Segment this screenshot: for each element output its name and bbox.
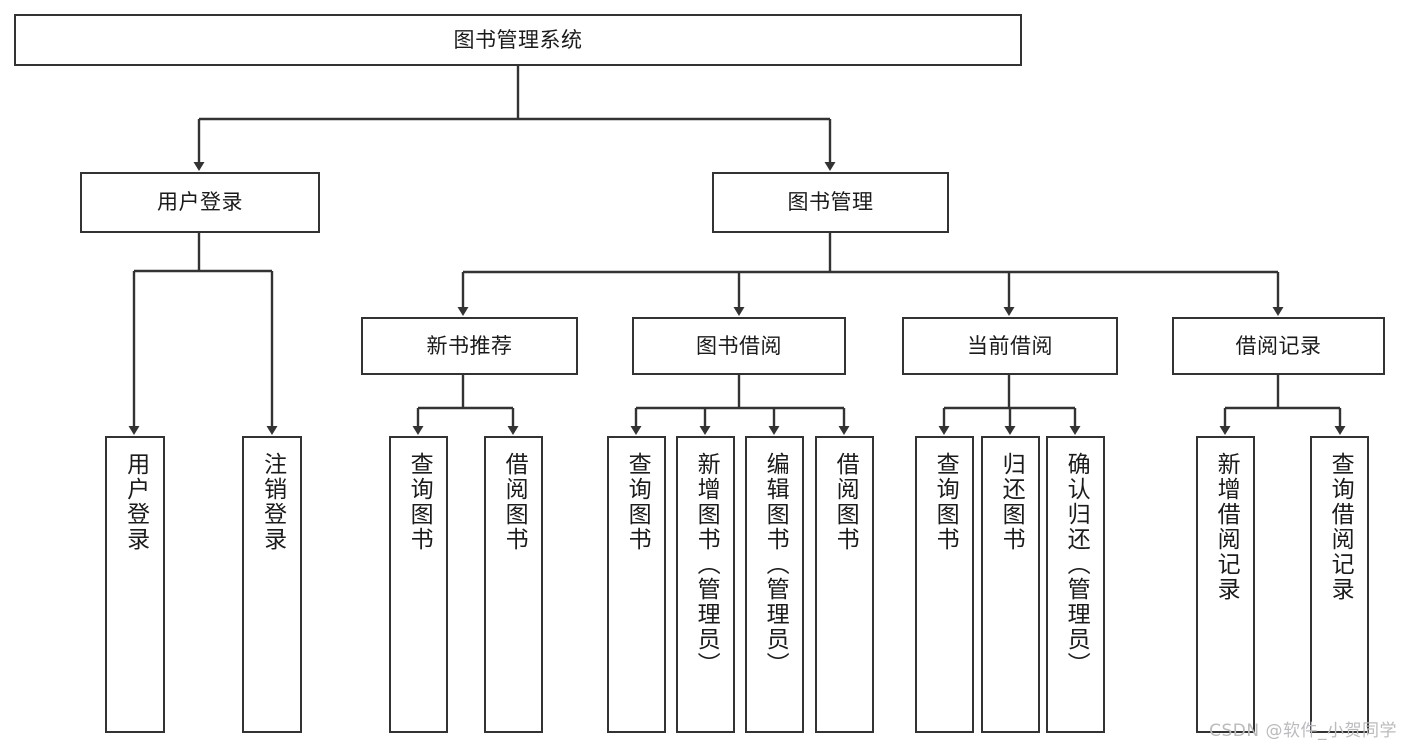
node-new-book-recommend[interactable]: 新书推荐 <box>361 317 578 375</box>
node-root[interactable]: 图书管理系统 <box>14 14 1022 66</box>
node-leaf-confirm-return-label: 确认归还（管理员） <box>1063 452 1090 677</box>
node-book-manage-label: 图书管理 <box>787 190 874 215</box>
node-leaf-add-record-label: 新增借阅记录 <box>1213 452 1240 602</box>
node-leaf-query-record[interactable]: 查询借阅记录 <box>1310 436 1369 733</box>
node-leaf-query-book-1[interactable]: 查询图书 <box>389 436 448 733</box>
node-leaf-add-book[interactable]: 新增图书（管理员） <box>676 436 735 733</box>
node-leaf-query-book-2[interactable]: 查询图书 <box>607 436 666 733</box>
node-borrow-record-label: 借阅记录 <box>1235 333 1322 358</box>
node-leaf-return-book-label: 归还图书 <box>998 452 1025 552</box>
node-book-manage[interactable]: 图书管理 <box>712 172 949 233</box>
node-leaf-borrow-book-2-label: 借阅图书 <box>832 452 859 552</box>
node-leaf-query-book-2-label: 查询图书 <box>624 452 651 552</box>
node-new-book-recommend-label: 新书推荐 <box>426 333 513 358</box>
node-book-borrow[interactable]: 图书借阅 <box>632 317 846 375</box>
node-leaf-borrow-book-1-label: 借阅图书 <box>501 452 528 552</box>
node-leaf-add-record[interactable]: 新增借阅记录 <box>1196 436 1255 733</box>
node-leaf-query-book-3-label: 查询图书 <box>932 452 959 552</box>
node-leaf-borrow-book-2[interactable]: 借阅图书 <box>815 436 874 733</box>
csdn-watermark: CSDN @软件_小贺同学 <box>1209 721 1397 741</box>
node-root-label: 图书管理系统 <box>453 27 583 52</box>
node-leaf-borrow-book-1[interactable]: 借阅图书 <box>484 436 543 733</box>
node-current-borrow[interactable]: 当前借阅 <box>902 317 1118 375</box>
node-book-borrow-label: 图书借阅 <box>696 333 782 358</box>
node-leaf-query-book-1-label: 查询图书 <box>406 452 433 552</box>
node-leaf-query-record-label: 查询借阅记录 <box>1327 452 1354 602</box>
node-leaf-return-book[interactable]: 归还图书 <box>981 436 1040 733</box>
node-borrow-record[interactable]: 借阅记录 <box>1172 317 1385 375</box>
node-leaf-edit-book[interactable]: 编辑图书（管理员） <box>745 436 804 733</box>
node-leaf-logout-label: 注销登录 <box>259 452 286 552</box>
node-leaf-query-book-3[interactable]: 查询图书 <box>915 436 974 733</box>
node-user-login-label: 用户登录 <box>157 190 243 215</box>
node-leaf-edit-book-label: 编辑图书（管理员） <box>762 452 789 677</box>
node-leaf-logout[interactable]: 注销登录 <box>242 436 302 733</box>
node-user-login[interactable]: 用户登录 <box>80 172 320 233</box>
node-leaf-add-book-label: 新增图书（管理员） <box>693 452 720 677</box>
node-leaf-user-login-label: 用户登录 <box>122 452 149 552</box>
node-current-borrow-label: 当前借阅 <box>967 333 1053 358</box>
node-leaf-user-login[interactable]: 用户登录 <box>105 436 165 733</box>
node-leaf-confirm-return[interactable]: 确认归还（管理员） <box>1046 436 1105 733</box>
